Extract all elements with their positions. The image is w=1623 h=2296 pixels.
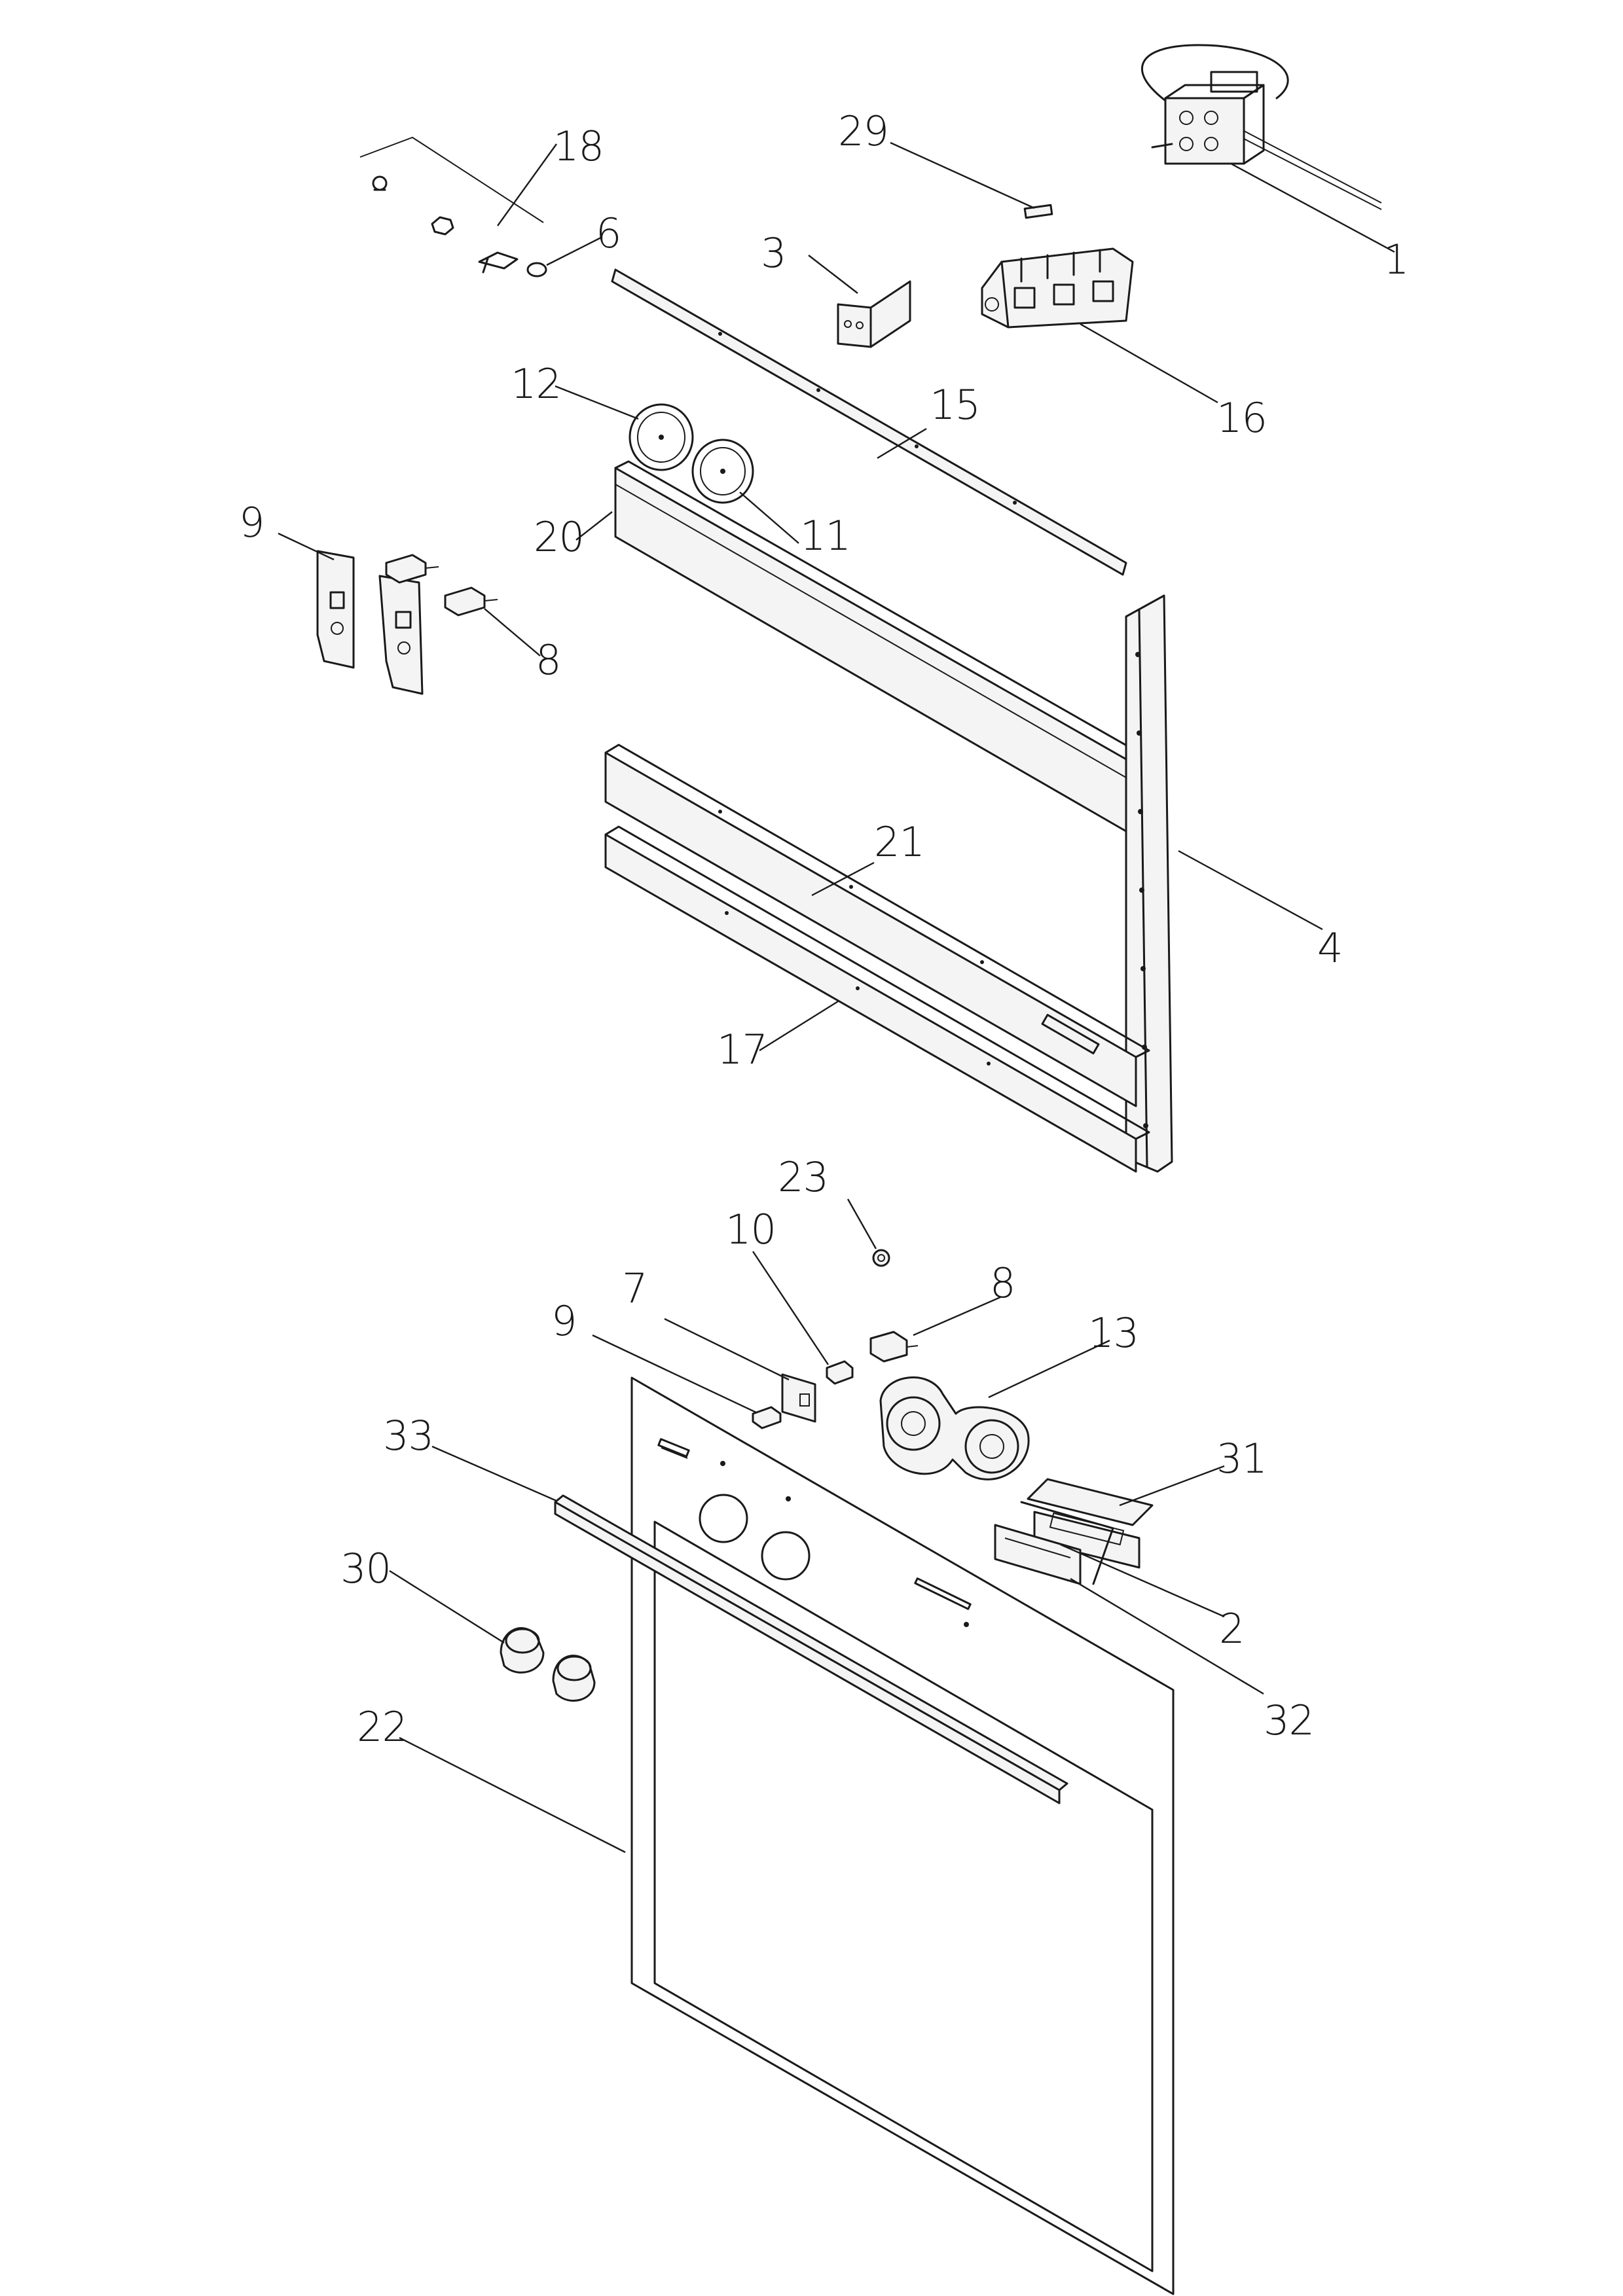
part-15-rail — [611, 268, 1127, 576]
callout-8-lower: 8 — [990, 1259, 1015, 1307]
part-8-switch-lower — [869, 1331, 919, 1363]
callout-7: 7 — [622, 1265, 647, 1312]
callout-8-upper: 8 — [536, 636, 560, 684]
callout-3: 3 — [761, 229, 786, 277]
part-1-thermostat — [1141, 44, 1382, 210]
callout-21: 21 — [874, 818, 924, 866]
callout-1: 1 — [1383, 236, 1408, 283]
part-18-fixing-kit — [359, 136, 544, 274]
callout-4: 4 — [1317, 924, 1342, 972]
callout-29: 29 — [838, 107, 888, 155]
callout-23: 23 — [778, 1153, 828, 1201]
callout-6: 6 — [596, 209, 621, 257]
part-23-nut — [872, 1249, 890, 1267]
part-17-angle-rail — [604, 825, 1150, 1173]
part-7-plate — [781, 1373, 816, 1423]
part-2-display-window — [1020, 1501, 1114, 1585]
part-9-hinge-upper — [316, 550, 424, 695]
leader-lines — [278, 141, 1395, 1854]
part-13-knob-gasket — [879, 1376, 1030, 1480]
part-6-screw — [526, 262, 547, 278]
callout-15: 15 — [930, 381, 980, 429]
callout-22: 22 — [357, 1703, 407, 1751]
part-21-angle-rail — [604, 744, 1150, 1107]
callout-13: 13 — [1088, 1309, 1139, 1357]
part-16-selector-switch — [981, 247, 1134, 329]
part-3-bracket — [837, 280, 911, 348]
part-8-switch-upper — [385, 554, 498, 617]
callout-labels: 1 2 3 4 6 7 8 8 9 9 10 11 12 13 15 16 17… — [239, 107, 1409, 1751]
part-20-angle-rail — [614, 460, 1140, 833]
callout-17: 17 — [717, 1026, 767, 1073]
part-9-clip-lower — [752, 1406, 782, 1429]
callout-20: 20 — [534, 513, 584, 561]
part-11-gasket — [691, 439, 754, 504]
callout-33: 33 — [383, 1412, 433, 1460]
part-10-block — [826, 1360, 854, 1385]
callout-18: 18 — [553, 122, 604, 170]
callout-16: 16 — [1216, 394, 1267, 442]
part-31-display-frame — [1027, 1478, 1154, 1569]
callout-11: 11 — [800, 512, 850, 560]
callout-9-lower: 9 — [551, 1297, 576, 1345]
part-29-pin — [1023, 204, 1053, 219]
callout-2: 2 — [1219, 1605, 1244, 1653]
callout-30: 30 — [340, 1545, 391, 1592]
part-33-handle-bar — [554, 1494, 1068, 1804]
callout-12: 12 — [511, 360, 561, 408]
callout-31: 31 — [1216, 1435, 1267, 1482]
part-22-front-panel — [630, 1376, 1175, 2295]
part-30-knobs — [500, 1627, 596, 1702]
callout-9-upper: 9 — [239, 499, 264, 547]
part-12-gasket — [629, 403, 694, 471]
callout-32: 32 — [1264, 1696, 1314, 1744]
callout-10: 10 — [725, 1206, 776, 1253]
